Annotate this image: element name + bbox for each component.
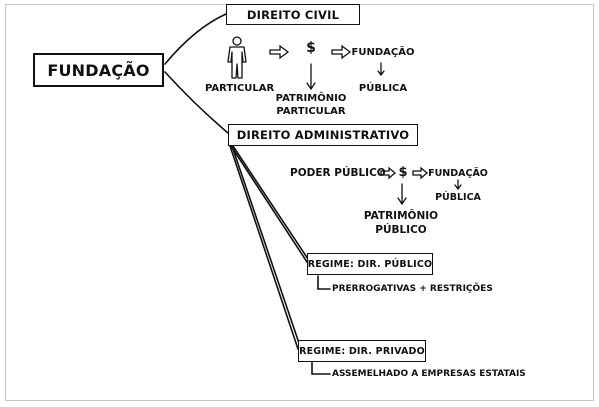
- line-regime-privado-detail: [311, 361, 331, 375]
- line-root-to-admin: [164, 71, 229, 134]
- admin-money-symbol: $: [398, 165, 408, 180]
- line-admin-to-regime-privado-2: [231, 145, 302, 350]
- arrow-civil-down-result: [377, 62, 385, 77]
- regime-privado-title: REGIME: DIR. PRIVADO: [299, 345, 425, 357]
- line-admin-to-regime-privado: [229, 145, 299, 350]
- civil-particular-label: PARTICULAR: [205, 83, 275, 94]
- line-admin-to-regime-publico-2: [232, 145, 311, 263]
- root-fundacao-box: FUNDAÇÃO: [33, 53, 164, 87]
- line-admin-to-regime-publico: [230, 145, 308, 263]
- arrow-civil-2: [331, 44, 352, 60]
- civil-patrimonio-line1: PATRIMÔNIO: [275, 93, 347, 104]
- direito-civil-title: DIREITO CIVIL: [246, 7, 340, 22]
- admin-patrimonio-line1: PATRIMÔNIO: [363, 210, 439, 222]
- arrow-admin-2: [412, 166, 429, 180]
- arrow-civil-down-money: [306, 63, 316, 91]
- regime-publico-detail: PRERROGATIVAS + RESTRIÇÕES: [332, 284, 493, 294]
- direito-administrativo-title: DIREITO ADMINISTRATIVO: [236, 128, 410, 142]
- arrow-admin-down-money: [397, 183, 407, 206]
- regime-publico-title: REGIME: DIR. PÚBLICO: [307, 258, 433, 270]
- direito-administrativo-box: DIREITO ADMINISTRATIVO: [228, 124, 418, 146]
- arrow-civil-1: [269, 44, 290, 60]
- regime-privado-box: REGIME: DIR. PRIVADO: [298, 340, 426, 362]
- admin-patrimonio-line2: PÚBLICO: [375, 224, 427, 236]
- civil-patrimonio-line2: PARTICULAR: [276, 106, 346, 117]
- direito-civil-box: DIREITO CIVIL: [226, 4, 360, 25]
- admin-result-line1: FUNDAÇÃO: [428, 168, 488, 179]
- civil-money-symbol: $: [306, 40, 316, 56]
- admin-result-line2: PÚBLICA: [435, 192, 481, 203]
- line-regime-publico-detail: [317, 275, 331, 290]
- regime-privado-detail: ASSEMELHADO A EMPRESAS ESTATAIS: [332, 369, 526, 379]
- person-icon: [227, 36, 247, 79]
- admin-poder-publico: PODER PÚBLICO: [290, 167, 386, 179]
- root-label: FUNDAÇÃO: [47, 60, 150, 80]
- civil-result-line1: FUNDAÇÃO: [351, 47, 415, 58]
- regime-publico-box: REGIME: DIR. PÚBLICO: [307, 253, 433, 275]
- civil-result-line2: PÚBLICA: [358, 83, 408, 94]
- arrow-admin-1: [380, 166, 397, 180]
- line-root-to-civil: [164, 13, 227, 65]
- arrow-admin-down-result: [454, 179, 462, 191]
